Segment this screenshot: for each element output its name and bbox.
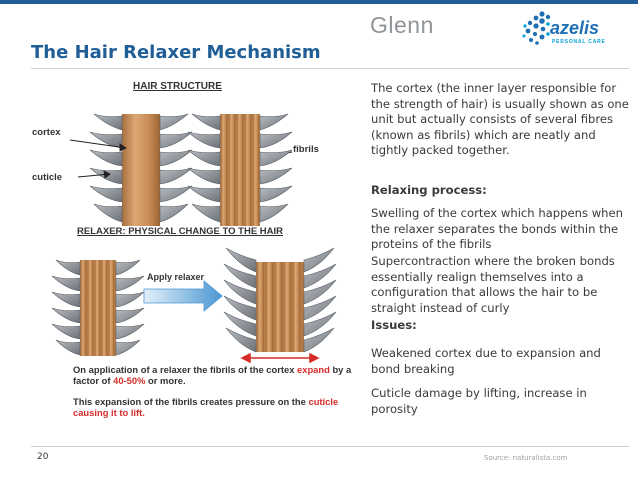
azelis-logo: azelis PERSONAL CARE xyxy=(520,10,632,50)
cortex-label: cortex xyxy=(32,127,61,138)
fibrils-label: fibrils xyxy=(293,144,319,155)
top-accent-bar xyxy=(0,0,638,4)
azelis-wordmark: azelis xyxy=(550,18,600,38)
page-number: 20 xyxy=(37,452,49,462)
footer-divider xyxy=(31,446,629,447)
cuticle-damage-text: Cuticle damage by lifting, increase in p… xyxy=(371,386,587,416)
hair-diagram-art xyxy=(51,113,337,364)
relaxing-process-heading: Relaxing process: xyxy=(371,183,487,197)
relaxer-heading: RELAXER: PHYSICAL CHANGE TO THE HAIR xyxy=(77,226,284,237)
apply-relaxer-label: Apply relaxer xyxy=(147,272,205,282)
page-title: The Hair Relaxer Mechanism xyxy=(31,42,321,63)
hair-diagram: HAIR STRUCTURE cortex cuticle fibrils RE… xyxy=(30,74,360,434)
diagram-caption-2: This expansion of the fibrils creates pr… xyxy=(73,396,339,418)
azelis-subtitle: PERSONAL CARE xyxy=(552,39,606,45)
hair-strand-solid xyxy=(89,113,193,226)
azelis-dots-icon xyxy=(522,11,551,45)
weakened-cortex-text: Weakened cortex due to expansion and bon… xyxy=(371,346,601,376)
expansion-arrow-icon xyxy=(240,352,320,364)
issues-heading: Issues: xyxy=(371,318,417,332)
glenn-logo: Glenn xyxy=(370,12,434,38)
hair-strand-after xyxy=(223,247,337,353)
source-credit: Source: naturalista.com xyxy=(484,454,568,462)
cuticle-label: cuticle xyxy=(32,172,63,183)
title-divider xyxy=(31,68,629,69)
hair-strand-fibrils xyxy=(187,113,293,226)
hair-strand-before xyxy=(51,259,145,356)
apply-relaxer-arrow-icon xyxy=(143,280,223,312)
hair-structure-heading: HAIR STRUCTURE xyxy=(133,81,222,92)
diagram-caption-1: On application of a relaxer the fibrils … xyxy=(73,364,352,386)
swelling-text: Swelling of the cortex which happens whe… xyxy=(371,206,624,251)
supercontraction-text: Supercontraction where the broken bonds … xyxy=(371,254,615,315)
cortex-description: The cortex (the inner layer responsible … xyxy=(371,81,629,157)
